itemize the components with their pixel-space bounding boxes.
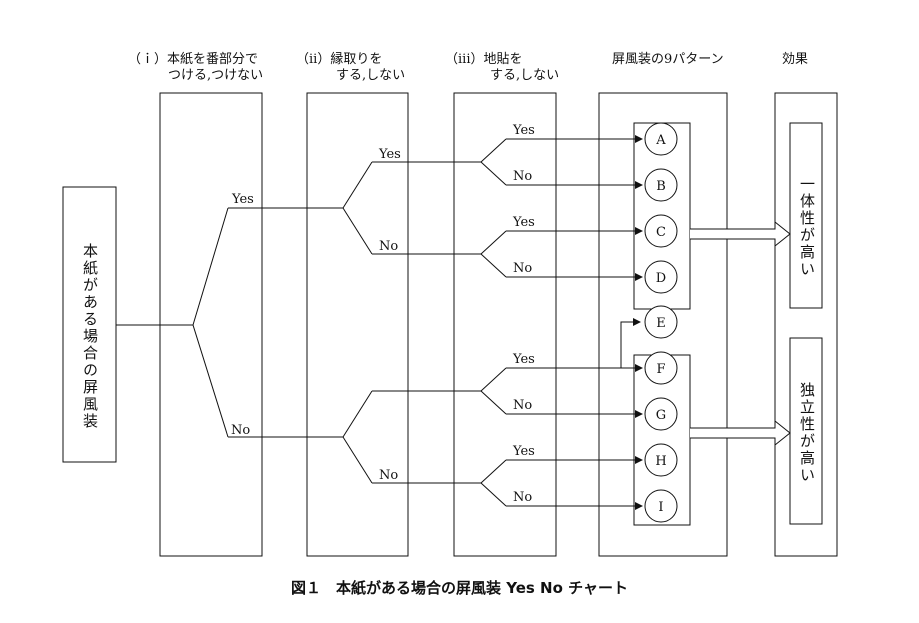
pattern-label-i: I (658, 500, 663, 515)
column-box-2 (306, 92, 409, 557)
pattern-label-c: C (656, 225, 666, 240)
pattern-circle-i (644, 489, 678, 523)
column-header-3-line1: （iii）地貼を (445, 52, 523, 67)
pattern-circle-a (644, 122, 678, 156)
column-header-2-line2: する,しない (336, 68, 406, 83)
pattern-circle-g (644, 397, 678, 431)
pattern-circle-e (644, 305, 678, 339)
column-header-3-line2: する,しない (490, 68, 560, 83)
pattern-circle-b (644, 168, 678, 202)
pattern-label-a: A (655, 133, 666, 148)
figure-caption: 図１ 本紙がある場合の屏風装 Yes No チャート (291, 579, 628, 597)
column-box-3 (453, 92, 557, 557)
pattern-label-d: D (656, 271, 666, 286)
column-box-4 (598, 92, 728, 557)
start-box-label: 本紙がある場合の屏風装 (81, 243, 99, 430)
effect-label-bottom: 独立性が高い (798, 382, 816, 484)
pattern-circle-h (644, 443, 678, 477)
effect-arrow-bottom (690, 419, 791, 447)
column-header-5: 効果 (782, 52, 809, 67)
branch-label-no-3b: No (513, 261, 532, 276)
column-box-5 (774, 92, 838, 557)
pattern-label-b: B (656, 179, 666, 194)
branch-label-no-3a: No (513, 169, 532, 184)
pattern-label-g: G (656, 408, 666, 423)
branch-label-no-2a: No (379, 239, 398, 254)
branch-label-yes-3d: Yes (512, 444, 535, 459)
pattern-circle-c (644, 214, 678, 248)
column-header-4: 屏風装の9パターン (612, 52, 724, 67)
branch-label-yes-3a: Yes (512, 123, 535, 138)
branch-label-no-3c: No (513, 398, 532, 413)
pattern-circle-d (644, 260, 678, 294)
branch-label-no-3d: No (513, 490, 532, 505)
effect-label-top: 一体性が高い (798, 176, 816, 278)
effect-box-top (789, 122, 823, 309)
effect-arrow-top (690, 220, 791, 248)
pattern-circle-f (644, 351, 678, 385)
branch-label-no-1: No (231, 423, 250, 438)
column-header-1-line2: つける,つけない (168, 68, 264, 83)
pattern-label-f: F (656, 362, 665, 377)
pattern-label-e: E (656, 316, 666, 331)
effect-box-bottom (789, 337, 823, 525)
branch-label-yes-3c: Yes (512, 352, 535, 367)
branch-label-yes-3b: Yes (512, 215, 535, 230)
tree-lines (116, 135, 643, 510)
column-header-2-line1: （ii）縁取りを (296, 52, 383, 67)
branch-label-yes-2a: Yes (378, 147, 401, 162)
column-header-1-line1: （ｉ）本紙を番部分で (128, 52, 259, 67)
branch-label-no-2b: No (379, 468, 398, 483)
branch-label-yes-1: Yes (231, 192, 254, 207)
pattern-label-h: H (655, 454, 666, 469)
